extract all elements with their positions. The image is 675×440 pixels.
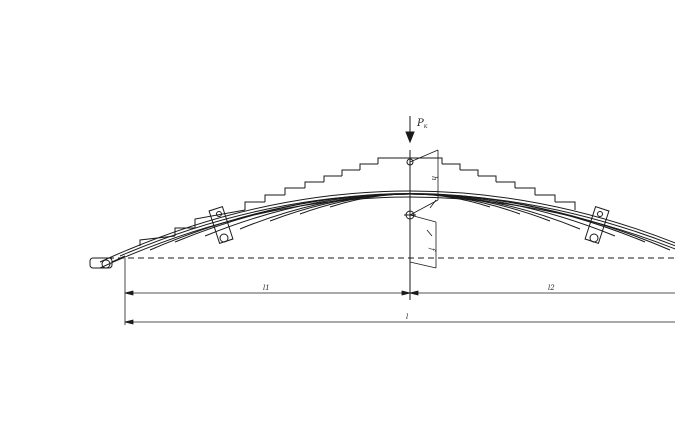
dim-label-l: l [406,313,408,321]
dim-label-l2: l2 [548,284,555,292]
dimension-l1-l2 [124,290,675,296]
leaf-1-lower [99,196,675,269]
height-label-upper: h [430,176,438,181]
height-dimension [409,149,439,269]
load-label: Pк [416,118,428,130]
clamp-right [584,206,610,244]
clamp-left [208,206,234,244]
height-label-lower: f [428,247,436,252]
leaf-2 [119,193,675,257]
dimension-l [124,319,675,325]
load-arrow [405,116,415,144]
leaf-steps [139,157,576,246]
dim-label-l1: l1 [263,284,270,292]
spring-leaves [99,190,675,269]
